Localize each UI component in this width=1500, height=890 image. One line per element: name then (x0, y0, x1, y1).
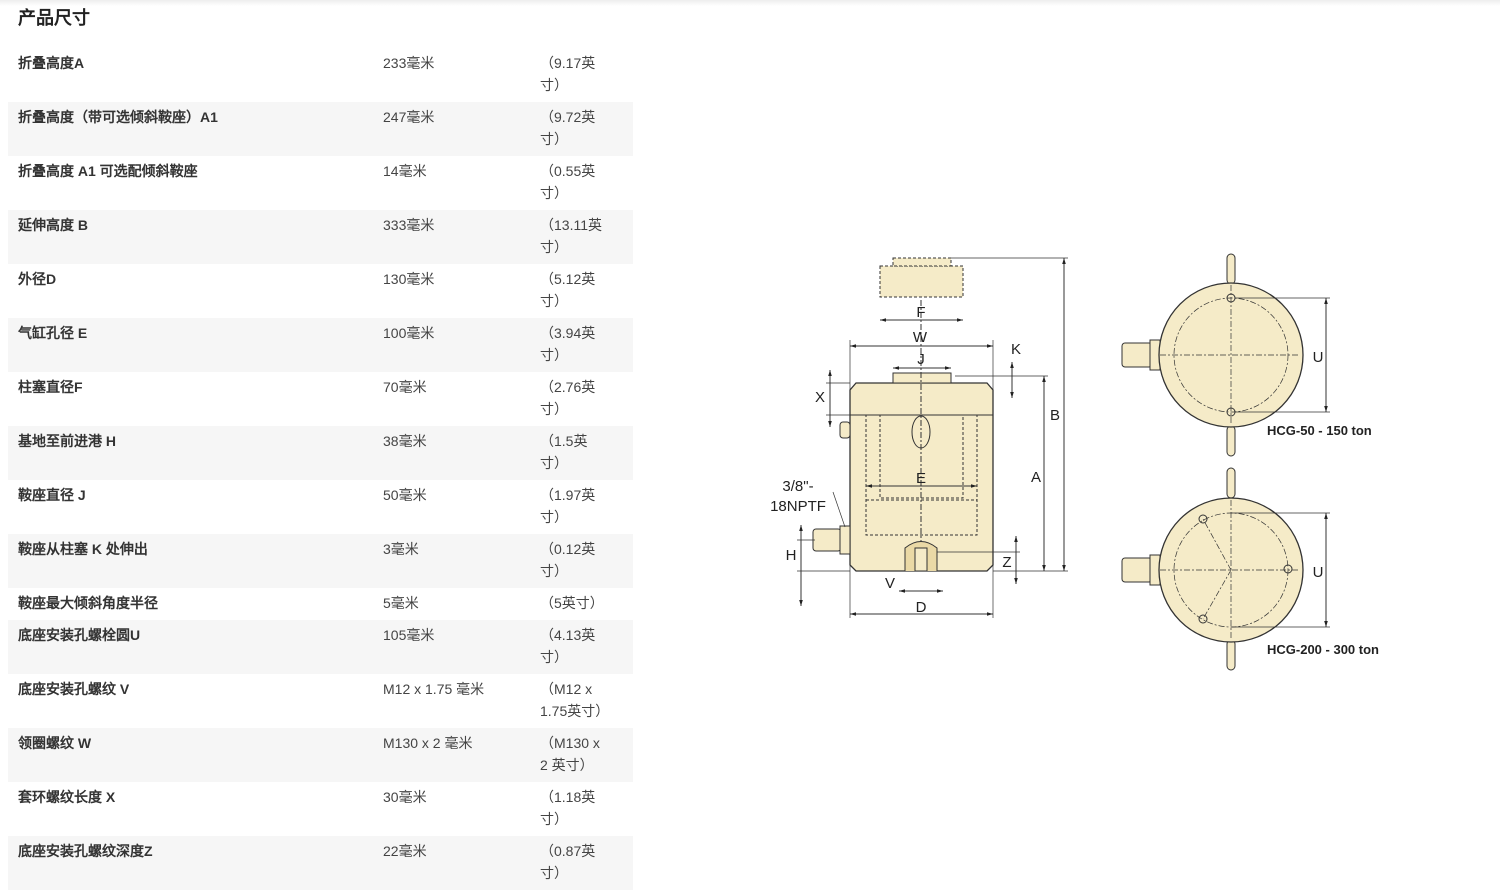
imperial-value: （3.94英寸） (540, 325, 596, 363)
imperial-value: （2.76英寸） (540, 379, 596, 417)
imperial-value: （5.12英寸） (540, 271, 596, 309)
imperial-value: （1.18英寸） (540, 789, 596, 827)
metric-value: 233毫米 (383, 55, 435, 71)
metric-value: 130毫米 (383, 271, 435, 287)
table-row: 领圈螺纹 W M130 x 2 毫米 （M130 x 2 英寸） (8, 728, 633, 782)
metric-value: 14毫米 (383, 163, 427, 179)
dimension-name: 折叠高度（带可选倾斜鞍座）A1 (18, 109, 218, 125)
top-view-hcg-50-150 (1121, 253, 1330, 457)
dimension-name: 鞍座从柱塞 K 处伸出 (18, 541, 148, 557)
metric-value: 333毫米 (383, 217, 435, 233)
dimension-name: 延伸高度 B (18, 217, 88, 233)
dimension-name: 基地至前进港 H (18, 433, 116, 449)
table-row: 鞍座直径 J 50毫米 （1.97英寸） (8, 480, 633, 534)
label-w: W (913, 329, 928, 346)
metric-value: 22毫米 (383, 843, 427, 859)
imperial-value: （5英寸） (540, 595, 604, 611)
imperial-value: （M130 x 2 英寸） (540, 735, 600, 773)
label-k: K (1011, 341, 1021, 358)
metric-value: 3毫米 (383, 541, 419, 557)
label-j: J (917, 351, 925, 368)
caption-hcg-50-150: HCG-50 - 150 ton (1267, 423, 1372, 438)
table-row: 气缸孔径 E 100毫米 （3.94英寸） (8, 318, 633, 372)
label-u-top: U (1313, 349, 1324, 366)
dimension-name: 折叠高度 A1 可选配倾斜鞍座 (18, 163, 198, 179)
metric-value: 247毫米 (383, 109, 435, 125)
label-b: B (1050, 407, 1060, 424)
metric-value: 30毫米 (383, 789, 427, 805)
dimension-name: 鞍座直径 J (18, 487, 86, 503)
plunger-outline (879, 265, 964, 298)
cylinder-diagram: F W J K X B A E 3/8"- 18NPTF H Z V D U U… (770, 253, 1379, 671)
imperial-value: （4.13英寸） (540, 627, 596, 665)
imperial-value: （1.97英寸） (540, 487, 596, 525)
metric-value: 100毫米 (383, 325, 435, 341)
metric-value: M12 x 1.75 毫米 (383, 681, 485, 697)
dimension-name: 底座安装孔螺栓圆U (18, 627, 141, 643)
hydraulic-coupler (812, 528, 842, 552)
label-v: V (885, 575, 895, 592)
metric-value: 38毫米 (383, 433, 427, 449)
top-shadow (0, 0, 1500, 6)
table-row: 底座安装孔螺栓圆U 105毫米 （4.13英寸） (8, 620, 633, 674)
table-row: 折叠高度（带可选倾斜鞍座）A1 247毫米 （9.72英寸） (8, 102, 633, 156)
label-z: Z (1002, 554, 1011, 571)
imperial-value: （1.5英寸） (540, 433, 588, 471)
label-e: E (916, 470, 926, 487)
side-port (839, 421, 851, 439)
metric-value: 105毫米 (383, 627, 435, 643)
imperial-value: （13.11英寸） (540, 217, 602, 255)
table-row: 基地至前进港 H 38毫米 （1.5英寸） (8, 426, 633, 480)
port-label-line2: 18NPTF (770, 498, 826, 515)
top-view-hcg-200-300 (1121, 467, 1330, 671)
dimension-name: 领圈螺纹 W (18, 735, 92, 751)
metric-value: 70毫米 (383, 379, 427, 395)
dimension-name: 底座安装孔螺纹深度Z (18, 843, 153, 859)
table-row: 折叠高度 A1 可选配倾斜鞍座 14毫米 （0.55英寸） (8, 156, 633, 210)
imperial-value: （M12 x 1.75英寸） (540, 681, 610, 719)
dimension-name: 气缸孔径 E (18, 325, 88, 341)
caption-hcg-200-300: HCG-200 - 300 ton (1267, 642, 1379, 657)
metric-value: 5毫米 (383, 595, 419, 611)
dimension-name: 套环螺纹长度 X (18, 789, 116, 805)
imperial-value: （0.12英寸） (540, 541, 596, 579)
dimension-name: 底座安装孔螺纹 V (18, 681, 130, 697)
metric-value: 50毫米 (383, 487, 427, 503)
section-title: 产品尺寸 (18, 8, 90, 28)
table-row: 折叠高度A 233毫米 （9.17英寸） (8, 48, 633, 102)
table-row: 鞍座从柱塞 K 处伸出 3毫米 （0.12英寸） (8, 534, 633, 588)
metric-value: M130 x 2 毫米 (383, 735, 473, 751)
label-x: X (815, 389, 825, 406)
saddle (892, 372, 952, 384)
table-row: 延伸高度 B 333毫米 （13.11英寸） (8, 210, 633, 264)
table-row: 鞍座最大倾斜角度半径 5毫米 （5英寸） (8, 588, 633, 620)
table-row: 外径D 130毫米 （5.12英寸） (8, 264, 633, 318)
label-f: F (916, 304, 925, 321)
label-a: A (1031, 469, 1041, 486)
dimension-name: 折叠高度A (18, 55, 85, 71)
port-label-line1: 3/8"- (782, 478, 813, 495)
dimension-name: 柱塞直径F (18, 379, 83, 395)
imperial-value: （9.72英寸） (540, 109, 596, 147)
table-row: 柱塞直径F 70毫米 （2.76英寸） (8, 372, 633, 426)
dimension-name: 外径D (18, 271, 57, 287)
table-row: 底座安装孔螺纹 V M12 x 1.75 毫米 （M12 x 1.75英寸） (8, 674, 633, 728)
label-d: D (916, 599, 927, 616)
imperial-value: （9.17英寸） (540, 55, 596, 93)
label-u-bottom: U (1313, 564, 1324, 581)
imperial-value: （0.55英寸） (540, 163, 596, 201)
label-h: H (786, 547, 797, 564)
dimension-name: 鞍座最大倾斜角度半径 (18, 595, 158, 611)
table-row: 套环螺纹长度 X 30毫米 （1.18英寸） (8, 782, 633, 836)
